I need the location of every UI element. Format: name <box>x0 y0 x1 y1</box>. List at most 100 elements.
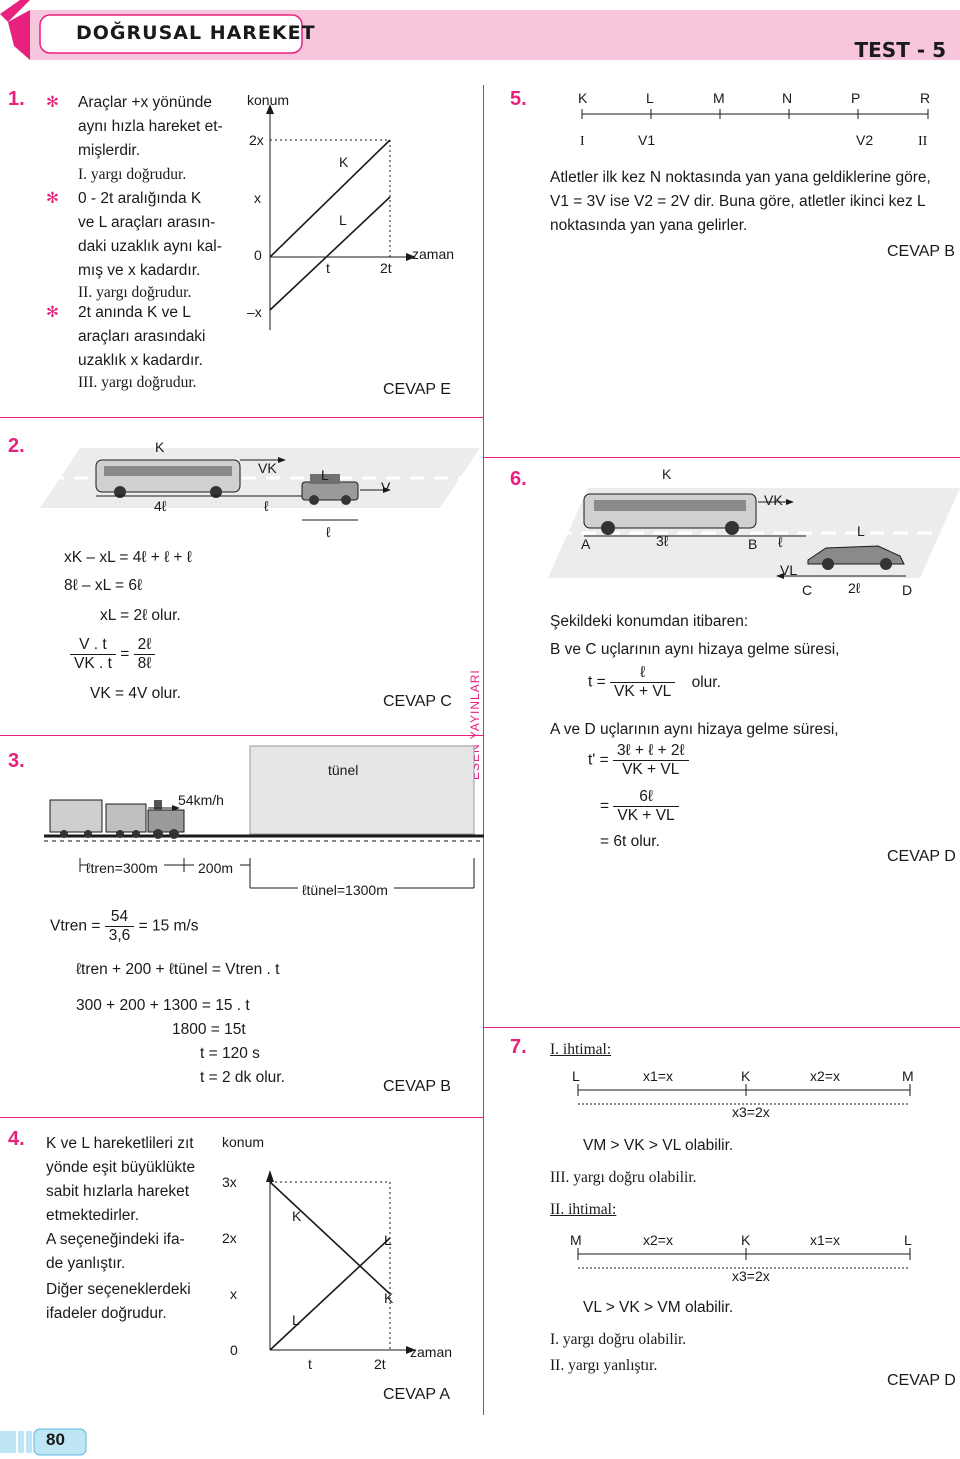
point-label: K <box>741 1232 751 1248</box>
tunnel-label: tünel <box>328 762 359 778</box>
q6-line: Şekildeki konumdan itibaren: <box>550 613 749 630</box>
q1-line: aynı hızla hareket et- <box>78 118 223 135</box>
test-label: TEST - 5 <box>854 38 947 62</box>
train-tunnel-illustration <box>44 745 484 889</box>
point-label: L <box>572 1068 580 1084</box>
point-label: P <box>851 90 861 106</box>
length-label: 3ℓ <box>656 533 669 549</box>
answer: CEVAP A <box>383 1386 450 1403</box>
q1-line: uzaklık x kadardır. <box>78 352 203 369</box>
question-number: 4. <box>8 1128 25 1150</box>
q3-step: 300 + 200 + 1300 = 15 . t <box>76 997 250 1014</box>
tick-label: 0 <box>230 1342 238 1358</box>
q1-line: II. yargı doğrudur. <box>78 284 192 301</box>
line-label: K <box>292 1208 302 1224</box>
formula-part: t = <box>588 673 606 691</box>
formula-part: Vtren = <box>50 917 101 935</box>
q1-line: mış ve x kadardır. <box>78 262 201 279</box>
length-label: ℓ <box>778 534 783 550</box>
q4-line: de yanlıştır. <box>46 1255 126 1272</box>
q5-line: Atletler ilk kez N noktasında yan yana g… <box>550 169 931 186</box>
q1-line: ve L araçları arasın- <box>78 214 216 231</box>
q7-text: II. yargı yanlıştır. <box>550 1357 658 1374</box>
divider <box>483 1027 960 1028</box>
point-label: B <box>748 536 758 552</box>
point-label: M <box>570 1232 582 1248</box>
q7-text: I. yargı doğru olabilir. <box>550 1331 687 1348</box>
velocity-label: V <box>381 479 391 495</box>
point-label: D <box>902 582 913 598</box>
tick-label: 2x <box>222 1230 237 1246</box>
q5-line: noktasında yan yana gelirler. <box>550 217 748 234</box>
q4-line: Diğer seçeneklerdeki <box>46 1281 191 1298</box>
denominator: VK + VL <box>622 761 680 778</box>
denominator: VK + VL <box>617 807 675 824</box>
divider <box>0 417 483 418</box>
line-label: K <box>339 154 349 170</box>
q4-graph <box>266 1170 416 1354</box>
point-label: M <box>902 1068 914 1084</box>
answer: CEVAP D <box>887 848 956 865</box>
divider <box>483 457 960 458</box>
velocity-label: VK <box>258 460 277 476</box>
q2-step: xL = 2ℓ olur. <box>100 607 181 624</box>
chapter-title: DOĞRUSAL HAREKET <box>76 22 316 44</box>
q4-line: sabit hızlarla hareket <box>46 1183 190 1200</box>
axis-label: zaman <box>412 246 455 262</box>
denominator: 3,6 <box>108 927 131 944</box>
number-line <box>577 1084 911 1105</box>
road-illustration <box>40 448 480 521</box>
vehicle-label: K <box>155 439 165 455</box>
tick-label: t <box>308 1356 312 1372</box>
q2-step: 8ℓ – xL = 6ℓ <box>64 577 142 594</box>
axis-label: zaman <box>410 1344 453 1360</box>
tick-label: t <box>326 260 330 276</box>
vehicle-label: L <box>321 467 329 483</box>
q6-line: = 6t olur. <box>600 833 660 850</box>
q1-line: 2t anında K ve L <box>78 304 191 321</box>
marker-label: V1 <box>638 132 656 148</box>
q4-line: etmektedirler. <box>46 1207 140 1224</box>
distance-label: x3=2x <box>732 1104 770 1120</box>
distance-label: x1=x <box>810 1232 840 1248</box>
point-label: K <box>578 90 588 106</box>
question-number: 1. <box>8 88 25 110</box>
point-label: N <box>782 90 793 106</box>
answer: CEVAP C <box>383 693 452 710</box>
length-label: 4ℓ <box>154 498 167 514</box>
q7-text: VM > VK > VL olabilir. <box>583 1137 734 1154</box>
question-number: 7. <box>510 1036 527 1058</box>
length-label: ℓ <box>264 498 269 514</box>
q3-step: t = 120 s <box>200 1045 260 1062</box>
denominator: 8ℓ <box>137 655 152 672</box>
case-title: II. ihtimal: <box>550 1201 617 1218</box>
q4-line: K ve L hareketlileri zıt <box>46 1135 194 1152</box>
speed-label: 54km/h <box>178 792 224 808</box>
q3-step: ℓtren + 200 + ℓtünel = Vtren . t <box>76 961 280 978</box>
length-label: ℓtünel=1300m <box>302 882 388 898</box>
line-label: K <box>384 1290 394 1306</box>
line-label: L <box>384 1232 392 1248</box>
q2-step: VK = 4V olur. <box>90 685 181 702</box>
point-label: A <box>581 536 591 552</box>
question-number: 2. <box>8 435 25 457</box>
marker-label: V2 <box>856 132 874 148</box>
point-label: R <box>920 90 931 106</box>
answer: CEVAP E <box>383 381 451 398</box>
q1-line: III. yargı doğrudur. <box>78 374 197 391</box>
tick-label: 2t <box>374 1356 386 1372</box>
tick-label: x <box>254 190 261 206</box>
numerator: ℓ <box>609 664 676 683</box>
q4-line: yönde eşit büyüklükte <box>46 1159 196 1176</box>
page-number: 80 <box>46 1430 65 1449</box>
numerator: 6ℓ <box>613 788 679 807</box>
length-label: 2ℓ <box>848 580 861 596</box>
snowflake-icon: ✻ <box>46 94 59 111</box>
tick-label: x <box>230 1286 237 1302</box>
point-label: K <box>741 1068 751 1084</box>
header-banner <box>0 0 960 60</box>
distance-label: x2=x <box>643 1232 673 1248</box>
